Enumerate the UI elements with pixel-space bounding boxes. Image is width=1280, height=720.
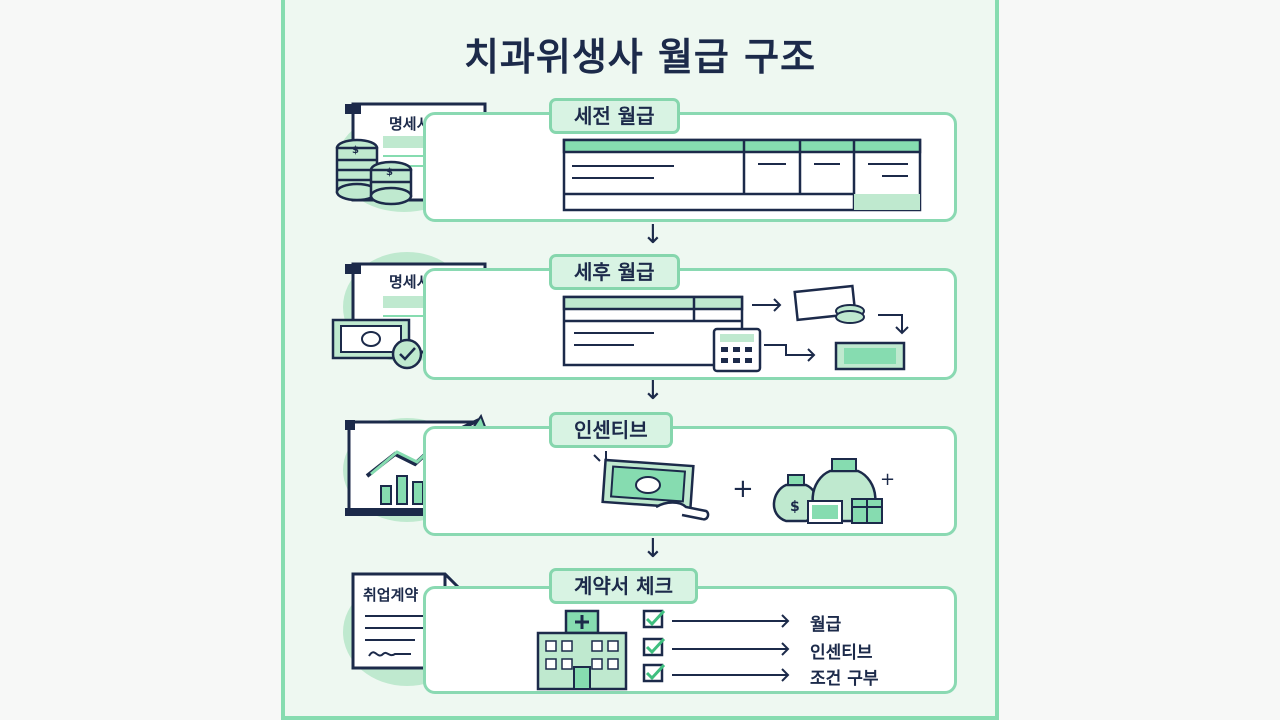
hospital-icon — [536, 609, 628, 691]
checklist-item-conditions: 조건 구부 — [810, 669, 879, 689]
svg-text:$: $ — [352, 145, 359, 156]
checklist-item-incentive: 인센티브 — [810, 643, 873, 663]
svg-text:$: $ — [790, 499, 800, 515]
page-title: 치과위생사 월급 구조 — [463, 35, 817, 79]
flow-arrow: ↓ — [642, 376, 664, 406]
pre-tax-table — [562, 138, 922, 212]
svg-text:+: + — [732, 474, 754, 504]
flow-arrow: ↓ — [642, 534, 664, 564]
checklist-item-salary: 월급 — [810, 615, 842, 635]
diagram-panel: 치과위생사 월급 구조 $ $ 명세서 — [281, 0, 999, 720]
section-post-tax — [423, 268, 957, 380]
checklist-graphic — [642, 609, 790, 683]
svg-text:+: + — [880, 469, 895, 490]
section-label-pre-tax: 세전 월급 — [549, 98, 680, 134]
post-tax-flow — [562, 284, 909, 373]
section-incentive: + $ + — [423, 426, 957, 536]
svg-text:$: $ — [386, 167, 393, 178]
contract-doc-label: 취업계약 — [363, 586, 419, 604]
payslip-label: 명세서 — [389, 273, 431, 291]
section-label-post-tax: 세후 월급 — [549, 254, 680, 290]
section-label-incentive: 인센티브 — [549, 412, 673, 448]
section-pre-tax — [423, 112, 957, 222]
payslip-label: 명세서 — [389, 115, 431, 133]
incentive-flow: + $ + — [593, 451, 895, 524]
section-label-contract-check: 계약서 체크 — [549, 568, 698, 604]
flow-arrow: ↓ — [642, 220, 664, 250]
